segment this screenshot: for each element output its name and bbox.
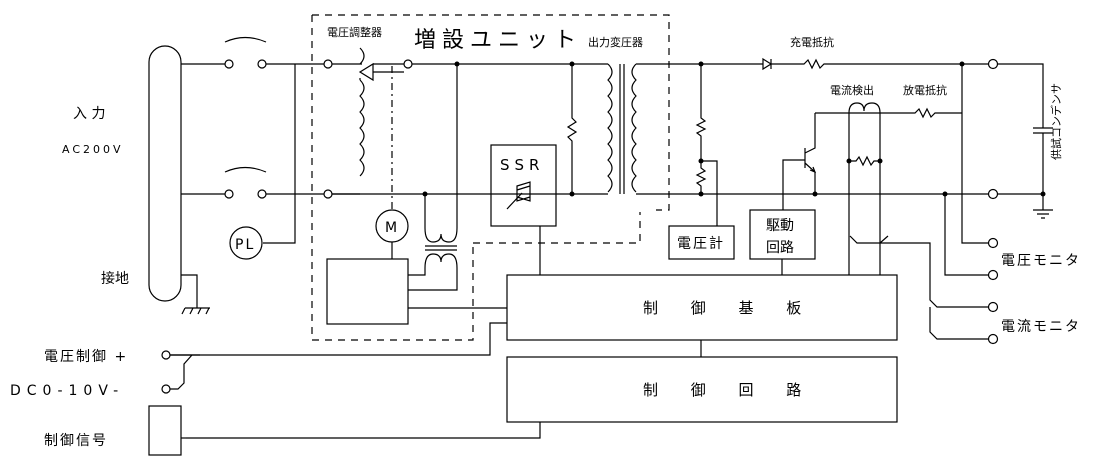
voltage-control-plus-terminal[interactable] xyxy=(161,350,171,360)
voltage-monitor-terminal[interactable] xyxy=(987,237,999,249)
expansion-unit-label: 増設ユニット xyxy=(414,28,582,53)
input-plug xyxy=(148,45,182,302)
charge-resistor-label: 充電抵抗 xyxy=(790,35,834,49)
svg-text:制 御 基 板: 制 御 基 板 xyxy=(643,299,815,317)
control-board: 制 御 基 板 xyxy=(506,274,898,341)
small-transformer xyxy=(408,227,458,291)
voltage-regulator-label: 電圧調整器 xyxy=(327,25,382,39)
control-circuit: 制 御 回 路 xyxy=(506,356,898,423)
ac200v-label: AC200V xyxy=(62,143,124,156)
divider-resistor xyxy=(695,64,707,194)
terminal xyxy=(987,58,999,70)
motor: M xyxy=(375,209,409,259)
svg-text:M: M xyxy=(385,220,397,236)
current-monitor-label: 電流モニタ xyxy=(1001,319,1081,335)
terminal xyxy=(323,59,333,69)
pilot-lamp: PL xyxy=(229,226,263,260)
main-switch-top xyxy=(181,36,267,69)
voltmeter: 電圧計 xyxy=(668,225,735,260)
motor-controller-box xyxy=(326,258,409,325)
transistor xyxy=(782,113,817,210)
control-signal-connector xyxy=(148,405,182,456)
ground-label: 接地 xyxy=(101,270,129,287)
shunt-resistor xyxy=(849,155,880,167)
main-switch-bottom xyxy=(181,166,267,199)
current-sensor xyxy=(848,102,881,114)
voltage-control-minus-terminal[interactable] xyxy=(161,384,171,394)
voltage-monitor-terminal[interactable] xyxy=(987,269,999,281)
svg-text:SSR: SSR xyxy=(500,156,544,174)
expansion-unit-boundary xyxy=(311,14,670,341)
output-transformer-label: 出力変圧器 xyxy=(588,35,643,49)
terminal xyxy=(987,188,999,200)
input-label: 入 力 xyxy=(73,106,105,122)
terminal xyxy=(323,189,333,199)
current-monitor-terminal[interactable] xyxy=(987,333,999,345)
charge-diode xyxy=(762,57,773,71)
ground-icon xyxy=(1033,194,1053,219)
svg-text:駆動: 駆動 xyxy=(766,218,794,234)
drive-circuit: 駆動 回路 xyxy=(749,209,816,275)
output-transformer xyxy=(607,63,637,194)
terminal xyxy=(403,59,413,69)
dc-range-label: DC0-10V- xyxy=(10,383,124,399)
svg-text:制 御 回 路: 制 御 回 路 xyxy=(643,381,815,399)
control-signal-label: 制御信号 xyxy=(44,433,108,449)
ssr: SSR xyxy=(490,144,557,275)
test-capacitor-label: 供試コンデンサ xyxy=(1049,83,1063,160)
svg-text:電圧計: 電圧計 xyxy=(677,236,725,252)
voltage-regulator-coil xyxy=(332,47,404,195)
discharge-resistor-label: 放電抵抗 xyxy=(903,83,947,97)
current-detect-label: 電流検出 xyxy=(830,83,874,97)
voltage-control-plus-label: 電圧制御 + xyxy=(44,349,128,365)
voltage-monitor-label: 電圧モニタ xyxy=(1001,253,1081,269)
svg-text:PL: PL xyxy=(235,237,255,253)
ground-icon xyxy=(181,274,210,315)
svg-text:回路: 回路 xyxy=(766,240,794,256)
charge-resistor xyxy=(771,58,988,70)
current-monitor-terminal[interactable] xyxy=(987,301,999,313)
resistor xyxy=(566,64,578,194)
